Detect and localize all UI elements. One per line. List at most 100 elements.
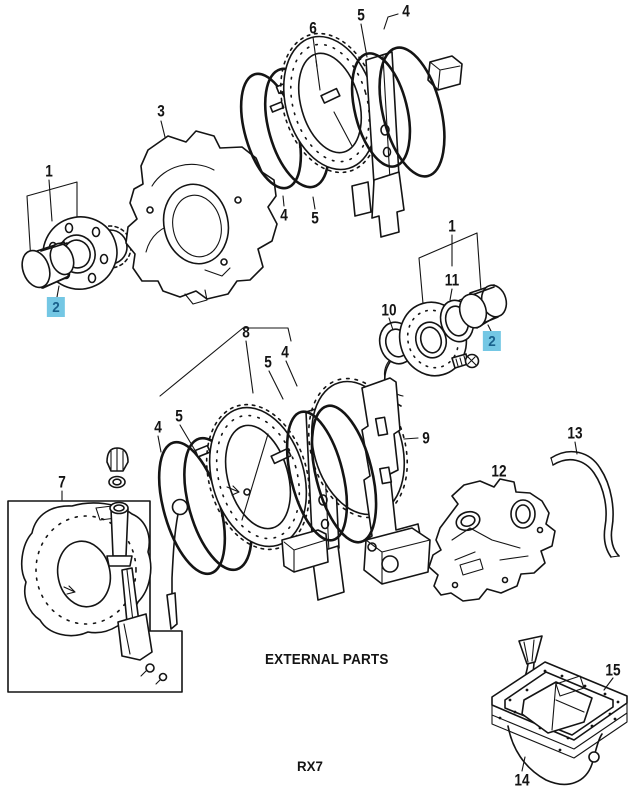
- filler-tube-base: [106, 555, 133, 567]
- callout-rear-oring-5-left: 5: [175, 406, 183, 426]
- filler-tube: [110, 508, 129, 557]
- housing-slot: [320, 87, 341, 104]
- callout-rear-spacer-2[interactable]: 2: [482, 331, 502, 351]
- housing-spoke: [241, 433, 269, 521]
- pan-opening: [504, 671, 614, 736]
- housing-leg-line: [123, 623, 131, 655]
- filler-neck-bore: [515, 504, 531, 524]
- leader-5-right: [360, 23, 368, 58]
- cover-detail: [204, 267, 231, 277]
- leader-14: [521, 756, 526, 772]
- spacer-end: [49, 242, 75, 276]
- leader-5-left: [312, 196, 316, 210]
- callout-front-oring-5-left: 5: [311, 208, 319, 228]
- callout-gasket-13: 13: [567, 423, 583, 443]
- front-cover-group: [125, 120, 278, 305]
- rim-bolt: [538, 726, 542, 730]
- leader-5-left: [179, 424, 197, 453]
- spacer-face: [21, 249, 51, 289]
- cap-grommet: [108, 475, 126, 489]
- flange-side: [491, 702, 628, 750]
- bolt-hole: [91, 226, 101, 238]
- mount-block-edges: [429, 61, 461, 91]
- callout-pump-body-12: 12: [491, 461, 507, 481]
- leader-4-right: [383, 13, 399, 30]
- rotation-arrow: [63, 585, 76, 595]
- bolt-hole: [87, 272, 97, 284]
- plate-foot: [351, 181, 372, 217]
- callout-front-oring-4-right: 4: [402, 1, 410, 21]
- sleeve-top-line: [471, 286, 495, 296]
- housing-bolt-circle: [289, 43, 371, 163]
- o-ring-inner-right: [285, 410, 349, 542]
- callout-rear-oring-5-right: 5: [264, 352, 272, 372]
- gasket-outer: [550, 450, 620, 557]
- rim-bolt: [560, 674, 564, 678]
- filler-tube-mouth-inner: [113, 504, 125, 512]
- dipstick-shaft: [171, 513, 179, 597]
- rim-bolt: [543, 669, 547, 673]
- pump-bolt: [451, 581, 459, 589]
- seal-arrow: [226, 485, 240, 496]
- pump-ribs: [451, 527, 529, 561]
- callout-rear-oring-4-right: 4: [281, 342, 289, 362]
- mount-foot-edges: [365, 539, 431, 585]
- leader-4-left: [157, 435, 162, 453]
- dowel-pin: [243, 488, 251, 496]
- leader-15: [603, 677, 614, 691]
- dipstick-loop: [171, 498, 189, 516]
- bolt-mark-shaft: [155, 679, 161, 685]
- rim-bolt: [583, 684, 587, 688]
- callout-oil-pan-15: 15: [605, 660, 621, 680]
- gasket-ends: [550, 457, 620, 558]
- leader-8: [245, 340, 254, 394]
- callout-front-hub-1: 1: [45, 161, 53, 181]
- model-label: RX7: [297, 758, 323, 774]
- cap-grommet-inner: [112, 478, 122, 486]
- filler-neck-boss: [510, 499, 536, 529]
- spacer-bottom-line: [42, 275, 70, 289]
- sleeve-face: [458, 293, 488, 329]
- leader-4-left: [282, 195, 285, 207]
- callout-front-oring-5-right: 5: [357, 5, 365, 25]
- cover-tab: [184, 289, 208, 305]
- housing-leg: [117, 613, 153, 661]
- cover-boss: [234, 196, 242, 204]
- plate-foot: [371, 171, 405, 238]
- web-cutout: [374, 416, 389, 437]
- foot-hole-small: [367, 542, 377, 552]
- rim-bolt: [590, 724, 594, 728]
- side-seal: [269, 101, 285, 113]
- pan-window: [555, 675, 585, 697]
- leader-1: [48, 179, 53, 222]
- leader-4-right: [285, 360, 298, 387]
- gasket-bolt: [558, 748, 562, 752]
- callout-front-spacer-2[interactable]: 2: [46, 297, 66, 317]
- pump-bolt: [501, 576, 509, 584]
- cap-flutes: [110, 447, 124, 472]
- leader-10: [388, 317, 394, 331]
- callout-bearing-10: 10: [381, 300, 397, 320]
- rim-bolt: [616, 700, 620, 704]
- o-ring-outer-right: [310, 404, 378, 544]
- callout-rear-oring-4-left: 4: [154, 417, 162, 437]
- callout-front-housing-6: 6: [309, 18, 317, 38]
- leader-2: [56, 285, 60, 298]
- foot-hole: [381, 555, 399, 573]
- funnel-lines: [523, 639, 535, 663]
- bolt-hole: [64, 222, 74, 234]
- dipstick-group: [166, 498, 189, 630]
- gasket-bolt: [498, 716, 502, 720]
- spacer-top-line: [40, 242, 68, 252]
- mount-foot: [363, 527, 431, 585]
- web-cutout: [379, 466, 393, 485]
- side-boss-inner: [460, 514, 476, 528]
- callout-pan-gasket-14: 14: [514, 770, 530, 790]
- oil-pan-group: [491, 635, 628, 786]
- callout-front-oring-4-left: 4: [280, 205, 288, 225]
- oil-filler-box-group: [7, 447, 183, 693]
- gasket-bolt: [613, 717, 617, 721]
- front-housing-stack: [239, 13, 463, 238]
